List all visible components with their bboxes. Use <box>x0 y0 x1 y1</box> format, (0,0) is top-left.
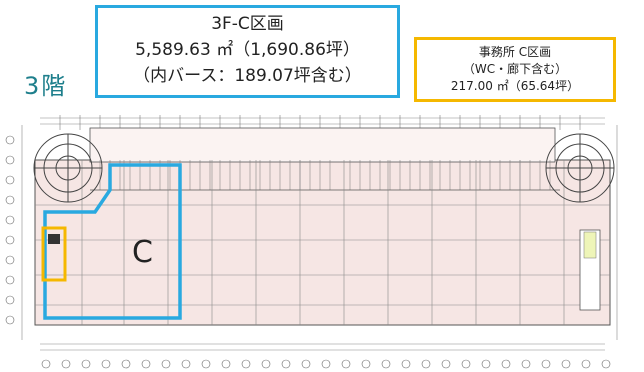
grid-ticks <box>59 115 581 130</box>
warehouse-floor <box>34 159 611 326</box>
area-c-area: 5,589.63 ㎡（1,690.86坪） <box>135 40 360 60</box>
area-c-callout: 3F-C区画 5,589.63 ㎡（1,690.86坪） （内バース：189.0… <box>95 5 400 98</box>
area-c-title: 3F-C区画 <box>211 14 284 34</box>
area-c-outline <box>43 163 182 320</box>
axis-bubbles-left <box>5 135 15 325</box>
office-callout: 事務所 C区画 （WC・廊下含む） 217.00 ㎡（65.64坪） <box>414 37 616 102</box>
office-note: （WC・廊下含む） <box>462 62 568 76</box>
floor-label: 3階 <box>24 72 68 100</box>
ramp-right <box>545 133 615 203</box>
dimension-lines <box>21 117 618 351</box>
axis-bubbles-bottom <box>41 359 611 369</box>
truck-berth <box>89 127 556 163</box>
zone-letter-c: C <box>132 235 153 270</box>
office-area: 217.00 ㎡（65.64坪） <box>450 79 580 93</box>
ramp-left <box>33 133 103 203</box>
office-title: 事務所 C区画 <box>478 45 552 59</box>
office-c-outline <box>41 226 67 282</box>
area-c-berth-note: （内バース：189.07坪含む） <box>133 66 362 86</box>
